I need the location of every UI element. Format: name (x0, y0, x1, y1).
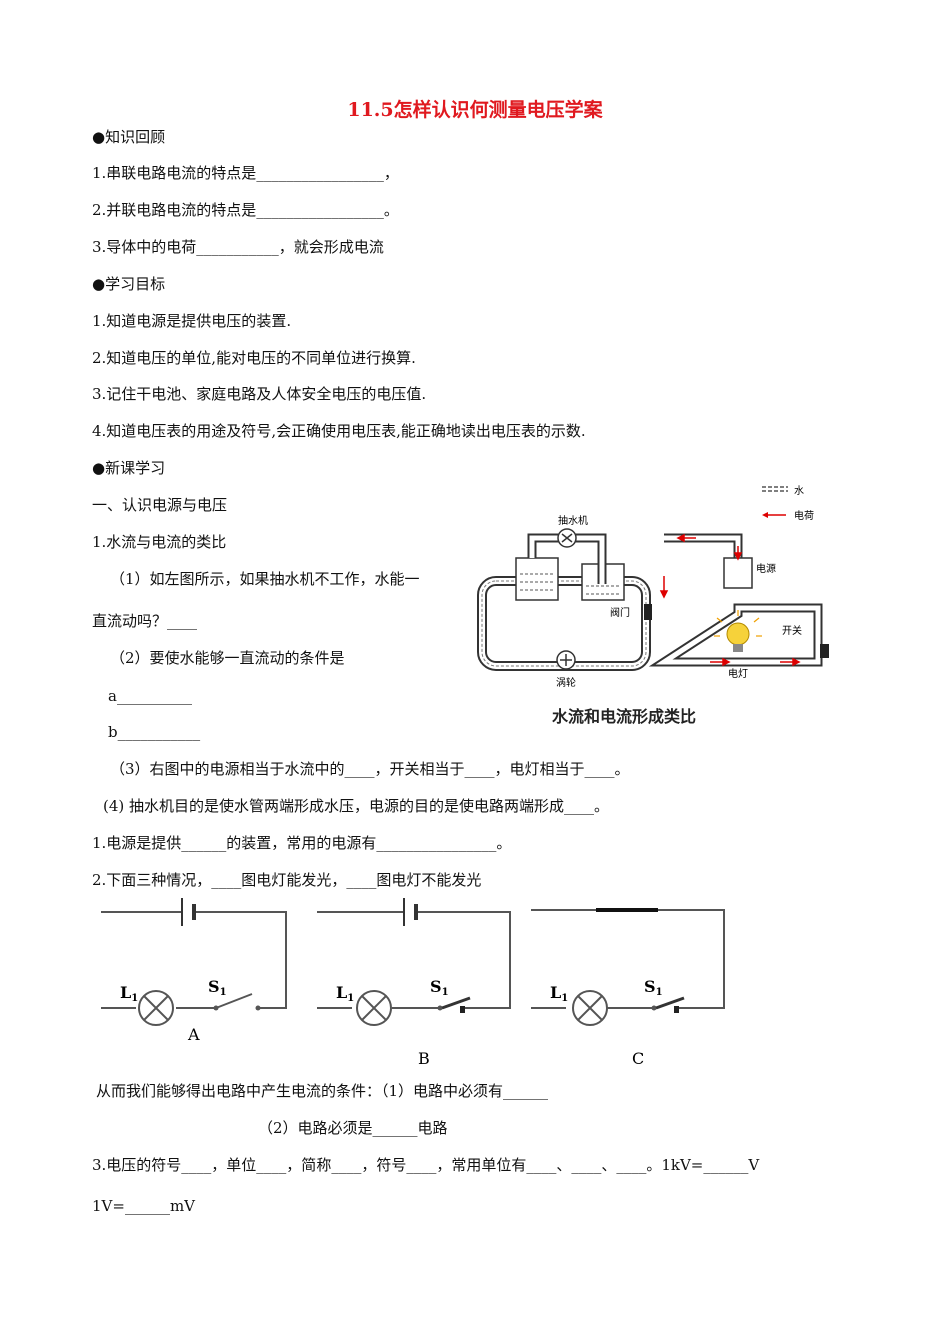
lamp-label: L1 (336, 983, 354, 1004)
goal-line-2: 2.知道电压的单位,能对电压的不同单位进行换算. (92, 349, 416, 367)
conclusion-1: 从而我们能够得出电路中产生电流的条件：（1）电路中必须有______ (96, 1082, 549, 1100)
switch-label: S1 (644, 977, 663, 998)
circuit-c: L1 S1 C (531, 908, 725, 1068)
goal-line-3: 3.记住干电池、家庭电路及人体安全电压的电压值. (92, 385, 427, 403)
question-2: （2）要使水能够一直流动的条件是 (110, 649, 345, 667)
page-title: 11.5怎样认识何测量电压学案 (347, 99, 603, 121)
switch-icon (820, 644, 829, 658)
circuit-b: L1 S1 B (317, 898, 511, 1068)
answer-b: b___________ (108, 723, 201, 741)
section-heading-review: ●知识回顾 (92, 128, 166, 146)
pump-label: 抽水机 (558, 514, 588, 527)
power-source-icon (723, 557, 753, 589)
answer-a: a__________ (108, 687, 192, 705)
water-current-analogy-figure: 水 电荷 抽水机 阀门 涡轮 电源 开关 电灯 水流和电流形成 (477, 485, 829, 726)
item-water-analogy: 1.水流与电流的类比 (92, 533, 227, 551)
point-2: 2.下面三种情况，____图电灯能发光，____图电灯不能发光 (92, 871, 482, 889)
point-4: 1V=______mV (92, 1197, 196, 1215)
switch-label: S1 (208, 977, 227, 998)
valve-label: 阀门 (610, 606, 630, 619)
open-switch-icon (215, 993, 253, 1009)
valve-icon (644, 604, 652, 620)
review-line-1: 1.串联电路电流的特点是_________________， (92, 164, 399, 182)
figure-caption: 水流和电流形成类比 (552, 707, 696, 726)
point-3: 3.电压的符号____，单位____，简称____，符号____，常用单位有__… (92, 1156, 760, 1174)
legend-charge-label: 电荷 (794, 509, 814, 522)
circuit-label-b: B (418, 1049, 430, 1068)
left-tank (515, 557, 559, 601)
section-heading-goals: ●学习目标 (92, 275, 166, 293)
goal-line-1: 1.知道电源是提供电压的装置. (92, 312, 292, 330)
lamp-label: L1 (550, 983, 568, 1004)
lamp-label: L1 (120, 983, 138, 1004)
section-heading-new: ●新课学习 (92, 459, 166, 477)
goal-line-4: 4.知道电压表的用途及符号,会正确使用电压表,能正确地读出电压表的示数. (92, 422, 586, 440)
subsection-1: 一、认识电源与电压 (92, 496, 228, 514)
question-4: (4) 抽水机目的是使水管两端形成水压，电源的目的是使电路两端形成____。 (103, 797, 610, 815)
power-label: 电源 (756, 562, 776, 575)
closed-switch-icon (655, 996, 685, 1010)
circuit-label-c: C (632, 1049, 644, 1068)
switch-label: 开关 (782, 624, 802, 637)
review-line-2: 2.并联电路电流的特点是_________________。 (92, 201, 399, 219)
conclusion-2: （2）电路必须是______电路 (258, 1119, 448, 1137)
question-1a: （1）如左图所示，如果抽水机不工作，水能一 (110, 570, 420, 588)
lamp-label: 电灯 (728, 667, 748, 680)
legend-water-label: 水 (794, 485, 804, 497)
question-3: （3）右图中的电源相当于水流中的____，开关相当于____，电灯相当于____… (110, 760, 630, 778)
lamp-icon (726, 622, 750, 646)
charge-arrows (659, 533, 801, 667)
review-line-3: 3.导体中的电荷___________，就会形成电流 (92, 238, 384, 256)
point-1: 1.电源是提供______的装置，常用的电源有________________。 (92, 834, 512, 852)
circuit-label-a: A (187, 1025, 200, 1044)
turbine-label: 涡轮 (556, 676, 576, 689)
closed-switch-icon (441, 996, 471, 1010)
circuit-a: L1 S1 A (101, 898, 287, 1044)
switch-label: S1 (430, 977, 449, 998)
question-1b: 直流动吗？____ (92, 612, 198, 630)
